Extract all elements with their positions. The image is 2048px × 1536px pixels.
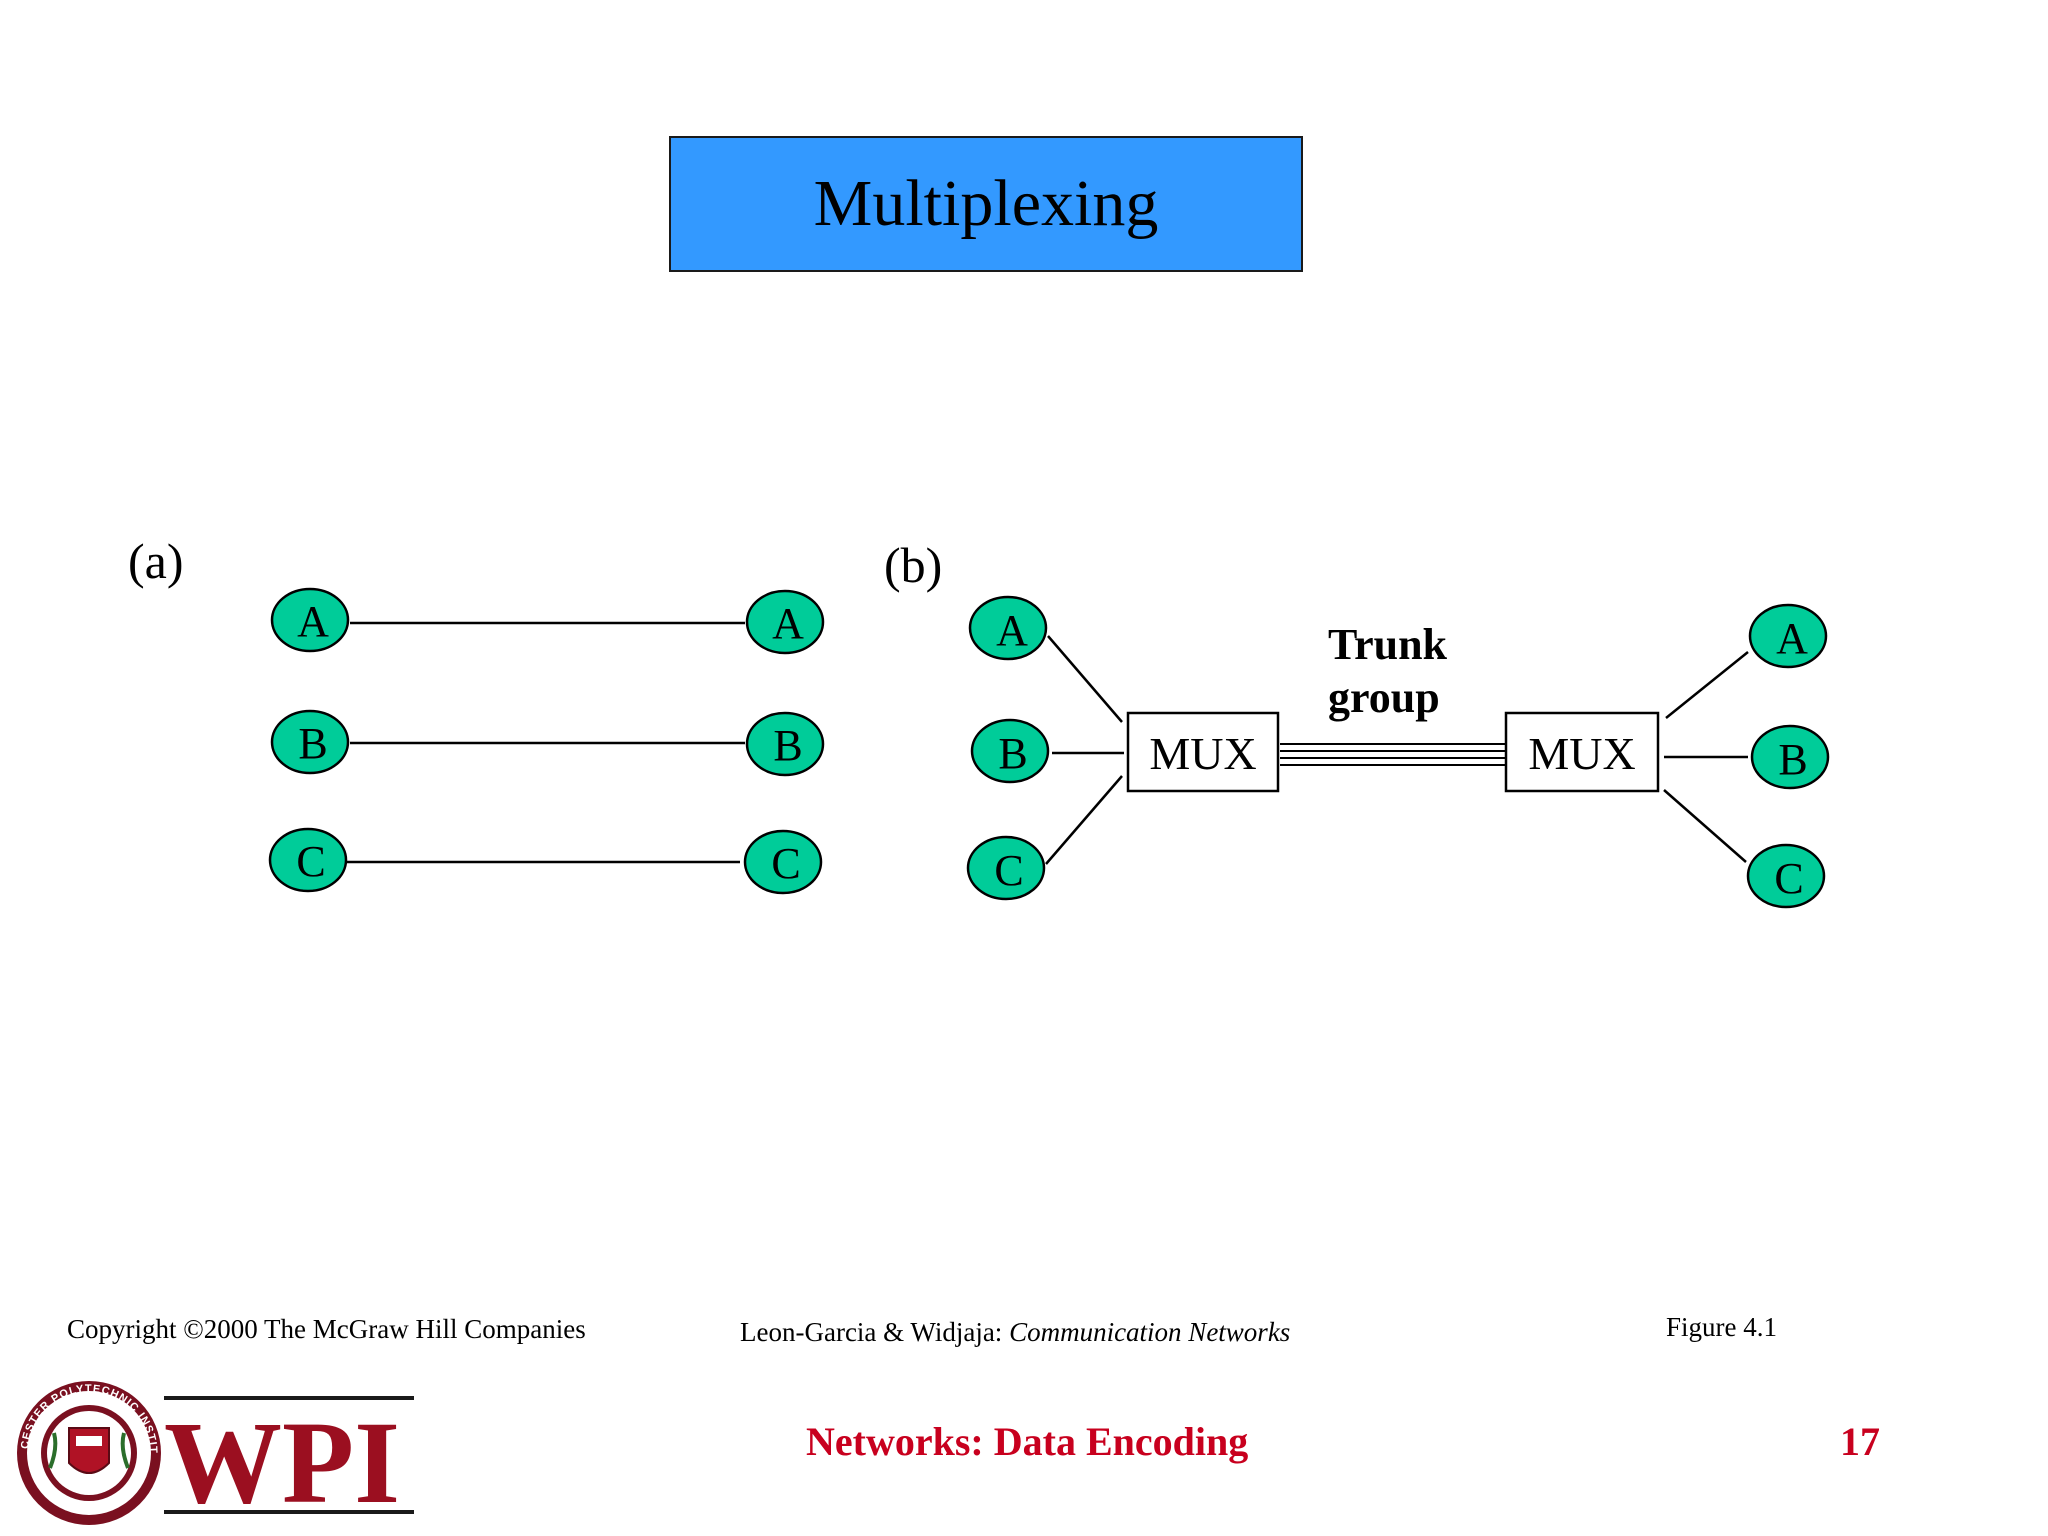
panel-a-node-right-b: B: [745, 711, 825, 777]
panel-b-node-left-a: A: [968, 595, 1048, 661]
panel-a-node-right-a: A: [745, 589, 825, 655]
node-label: C: [296, 837, 325, 886]
page-number: 17: [1840, 1419, 1880, 1464]
footer-book-title: Communication Networks: [1009, 1317, 1291, 1347]
panel-b-node-right-a: A: [1748, 603, 1828, 669]
panel-a-node-left-b: B: [270, 709, 350, 775]
slide-title: Multiplexing: [669, 136, 1303, 272]
seal-shield-icon: [68, 1427, 110, 1474]
trunk-label-line2: group: [1328, 673, 1440, 722]
footer-authors: Leon-Garcia & Widjaja:: [740, 1317, 1003, 1347]
panel-a-label: (a): [128, 533, 184, 589]
panel-a-node-right-c: C: [743, 829, 823, 895]
left-mux-label: MUX: [1149, 728, 1256, 779]
panel-b-label: (b): [884, 537, 942, 593]
footer-citation: Leon-Garcia & Widjaja: Communication Net…: [740, 1317, 1290, 1348]
wpi-wordmark: WPI: [164, 1397, 400, 1528]
panel-a-node-left-c: C: [268, 827, 348, 893]
panel-b-link-right-a: [1665, 651, 1749, 719]
panel-b-node-left-c: C: [966, 835, 1046, 901]
seal-year: 1865: [76, 1501, 103, 1515]
right-mux-box: MUX: [1504, 711, 1660, 793]
right-mux-label: MUX: [1528, 728, 1635, 779]
panel-b-link-right-c: [1663, 789, 1747, 863]
node-label: C: [771, 839, 800, 888]
footer-figure: Figure 4.1: [1666, 1312, 1777, 1342]
footer-copyright: Copyright ©2000 The McGraw Hill Companie…: [67, 1314, 586, 1344]
panel-a-node-left-a: A: [270, 587, 350, 653]
node-label: B: [1778, 735, 1807, 784]
node-label: C: [994, 846, 1023, 895]
wpi-logo: WORCESTER POLYTECHNIC INSTITUTE 1865 WPI: [14, 1378, 414, 1528]
node-label: A: [996, 606, 1028, 655]
panel-b-node-left-b: B: [970, 718, 1050, 784]
left-mux-box: MUX: [1126, 711, 1280, 793]
node-label: A: [297, 597, 329, 646]
panel-b-link-left-a: [1047, 635, 1123, 723]
trunk-label-line1: Trunk: [1328, 620, 1448, 669]
node-label: A: [1776, 614, 1808, 663]
slide-subtitle: Networks: Data Encoding: [806, 1419, 1249, 1464]
panel-b-node-right-c: C: [1746, 843, 1826, 909]
panel-b-node-right-b: B: [1750, 724, 1830, 790]
panel-b-link-left-c: [1045, 775, 1123, 865]
node-label: C: [1774, 854, 1803, 903]
node-label: B: [773, 721, 802, 770]
trunk-group-lines: [1280, 743, 1506, 766]
node-label: B: [998, 729, 1027, 778]
node-label: B: [298, 719, 327, 768]
node-label: A: [772, 599, 804, 648]
